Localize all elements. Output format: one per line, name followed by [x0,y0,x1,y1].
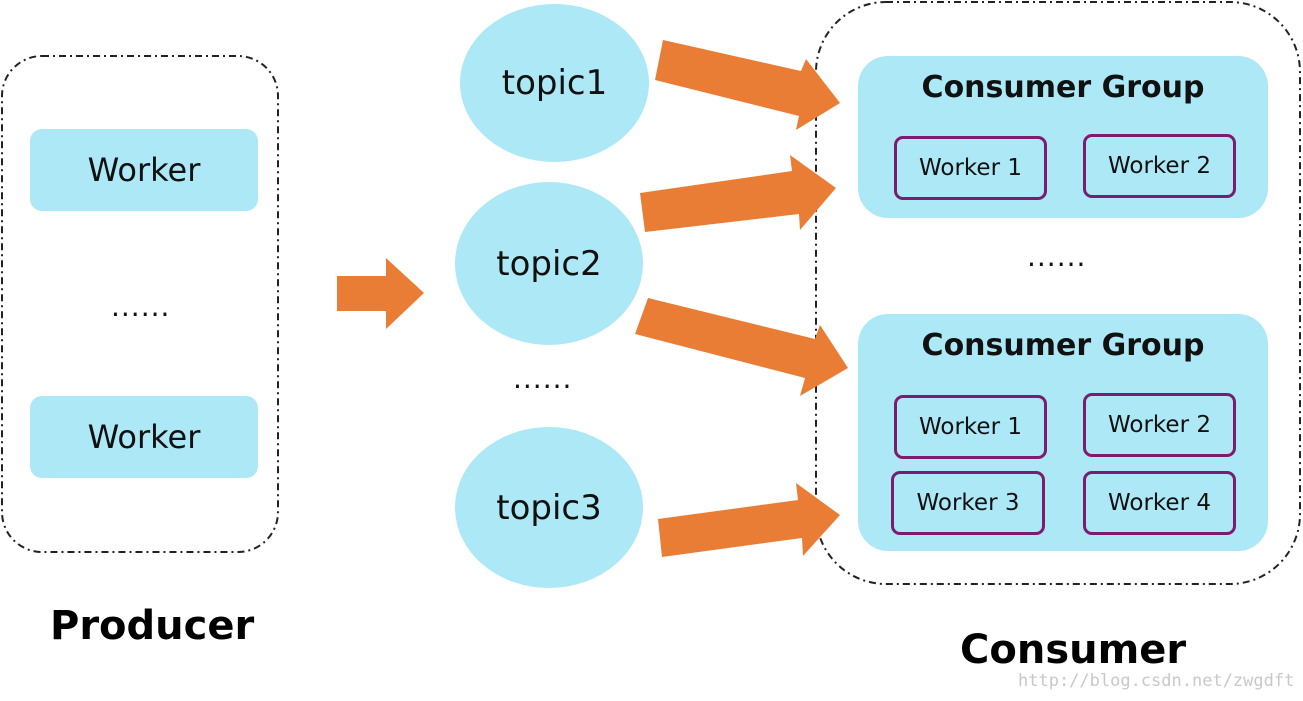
group-2-worker-4-label: Worker 4 [1108,490,1211,516]
group-2-worker-1-label: Worker 1 [919,414,1022,440]
consumer-group-2: Consumer Group Worker 1 Worker 2 Worker … [858,314,1268,551]
producer-container-border [1,55,279,553]
topics-ellipsis: ...... [513,362,573,395]
producer-worker-1-label: Worker [87,151,201,189]
group-2-worker-3: Worker 3 [891,471,1045,535]
producer-worker-2-label: Worker [87,418,201,456]
topic-1: topic1 [460,4,649,162]
consumer-group-1: Consumer Group Worker 1 Worker 2 [858,56,1268,218]
group-1-worker-1-label: Worker 1 [919,155,1022,181]
consumer-groups-ellipsis: ...... [1027,240,1087,273]
watermark-url: http://blog.csdn.net/zwgdft [1018,671,1295,691]
group-2-worker-3-label: Worker 3 [916,490,1020,516]
group-1-worker-1: Worker 1 [894,136,1047,200]
producer-worker-1: Worker [30,129,258,211]
producer-ellipsis: ...... [111,290,171,323]
topic-1-label: topic1 [501,63,608,103]
producer-label: Producer [50,603,255,649]
group-2-worker-1: Worker 1 [894,395,1047,459]
group-1-worker-2-label: Worker 2 [1108,153,1211,179]
consumer-group-2-title: Consumer Group [921,328,1205,363]
group-1-worker-2: Worker 2 [1083,134,1236,198]
group-2-worker-4: Worker 4 [1083,471,1236,535]
topic2-to-group1-arrow [640,155,836,232]
topic3-to-group2-arrow [658,483,840,557]
consumer-label: Consumer [960,627,1187,673]
topic-2-label: topic2 [496,243,602,284]
consumer-group-1-title: Consumer Group [921,70,1205,105]
group-2-worker-2-label: Worker 2 [1108,412,1211,438]
producer-to-topics-arrow [337,258,424,329]
topic-3: topic3 [455,427,643,588]
topic2-to-group2-arrow [635,298,848,396]
group-2-worker-2: Worker 2 [1083,393,1236,457]
producer-worker-2: Worker [30,396,258,478]
topic-2: topic2 [455,182,643,345]
topic1-to-group1-arrow [655,40,840,130]
consumer-container-border [815,1,1301,585]
topic-3-label: topic3 [496,487,602,528]
